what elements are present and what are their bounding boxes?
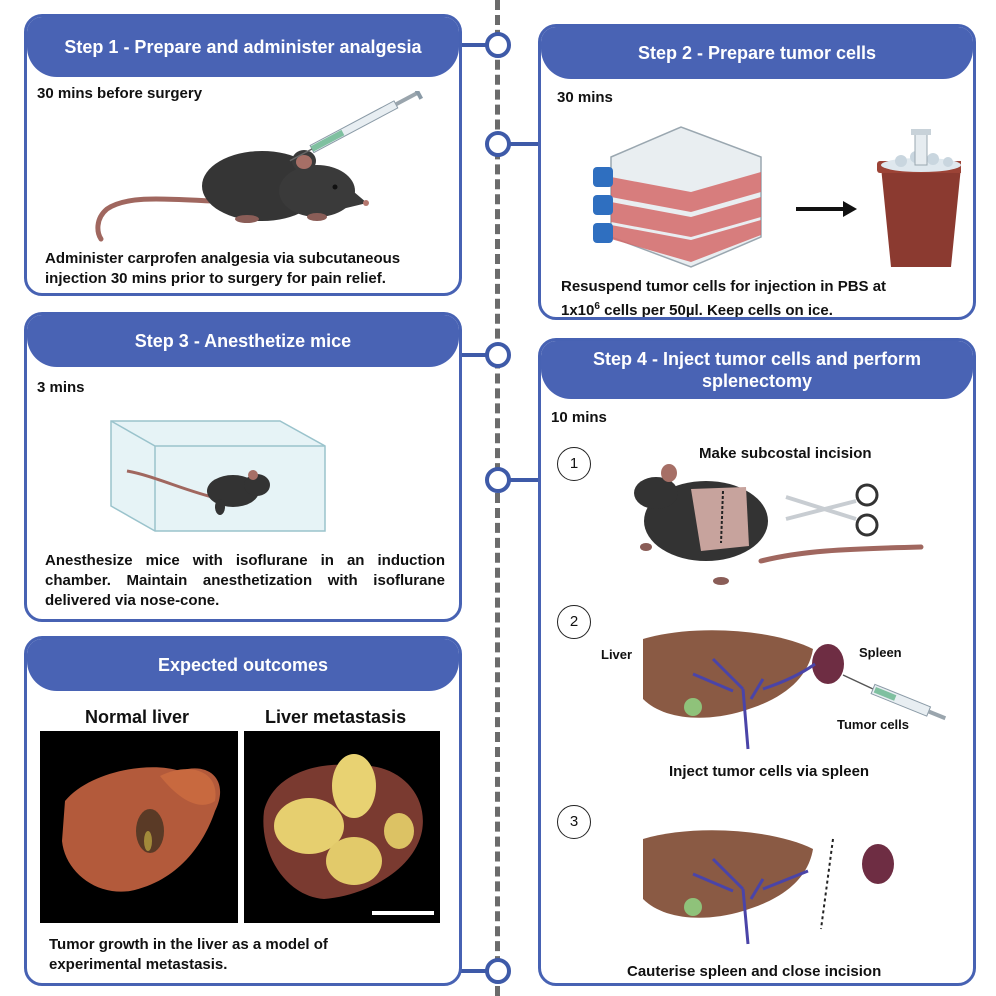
timeline-node-step1: [485, 32, 511, 58]
substep-1-caption: Make subcostal incision: [699, 445, 872, 462]
liver-label: Liver: [601, 647, 633, 662]
step1-title: Step 1 - Prepare and administer analgesi…: [27, 17, 459, 77]
step3-card: Step 3 - Anesthetize mice 3 mins Anesthe…: [24, 312, 462, 622]
timeline-node-step3: [485, 342, 511, 368]
substep-3-number: 3: [557, 805, 591, 839]
step3-duration: 3 mins: [37, 379, 85, 396]
induction-chamber-illustration: [110, 420, 326, 532]
step4-title: Step 4 - Inject tumor cells and perform …: [541, 341, 973, 399]
connector-step4: [497, 478, 541, 482]
step1-card: Step 1 - Prepare and administer analgesi…: [24, 14, 462, 296]
outcomes-card: Expected outcomes Normal liver Liver met…: [24, 636, 462, 986]
step2-title: Step 2 - Prepare tumor cells: [541, 27, 973, 79]
outcomes-description: Tumor growth in the liver as a model of …: [49, 936, 328, 973]
mouse-syringe-illustration: [95, 91, 424, 242]
connector-step1: [460, 43, 500, 47]
substep-3-caption: Cauterise spleen and close incision: [627, 963, 882, 980]
liver-spleen-injection-illustration: [643, 630, 947, 750]
substep-1-number: 1: [557, 447, 591, 481]
outcomes-title: Expected outcomes: [27, 639, 459, 691]
normal-liver-label: Normal liver: [85, 707, 190, 727]
flasks-to-ice-illustration: [593, 126, 961, 268]
liver-metastasis-photo: [244, 731, 440, 923]
spleen-label: Spleen: [859, 645, 902, 660]
timeline-node-outcomes: [485, 958, 511, 984]
timeline-node-step4: [485, 467, 511, 493]
step3-title: Step 3 - Anesthetize mice: [27, 315, 459, 367]
connector-step3: [460, 353, 500, 357]
step2-description: Resuspend tumor cells for injection in P…: [561, 278, 887, 319]
step1-duration: 30 mins before surgery: [37, 85, 203, 102]
step4-duration: 10 mins: [551, 409, 607, 426]
connector-outcomes: [460, 969, 500, 973]
timeline-dashed-line: [495, 0, 500, 996]
substep-2-number: 2: [557, 605, 591, 639]
connector-step2: [497, 142, 541, 146]
step3-description: Anesthesize mice with isoflurane in an i…: [45, 552, 445, 609]
tumor-cells-label: Tumor cells: [837, 717, 910, 732]
incision-mouse-scissors-illustration: [634, 464, 924, 585]
step2-duration: 30 mins: [557, 89, 613, 106]
liver-spleen-removed-illustration: [643, 830, 894, 945]
timeline-node-step2: [485, 131, 511, 157]
step2-card: Step 2 - Prepare tumor cells 30 mins: [538, 24, 976, 320]
step1-description: Administer carprofen analgesia via subcu…: [45, 250, 401, 287]
liver-metastasis-label: Liver metastasis: [265, 707, 407, 727]
normal-liver-photo: [40, 731, 238, 923]
substep-2-caption: Inject tumor cells via spleen: [669, 763, 870, 780]
step4-card: Step 4 - Inject tumor cells and perform …: [538, 338, 976, 986]
